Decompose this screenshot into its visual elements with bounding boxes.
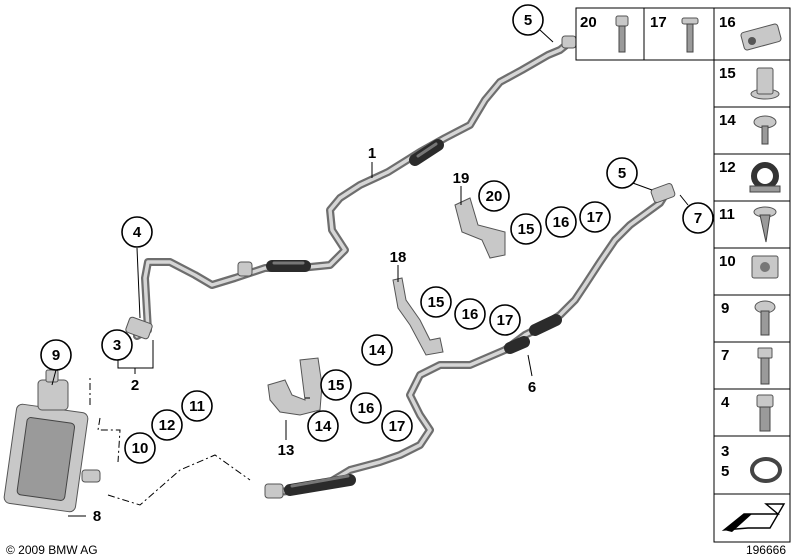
callout-14-bracket18[interactable]: 14 [361, 334, 393, 366]
callout-17-bracket13[interactable]: 17 [381, 410, 413, 442]
callout-4[interactable]: 4 [121, 216, 153, 248]
svg-text:15: 15 [328, 377, 345, 394]
clip-16-icon [740, 23, 782, 51]
callout-16-bracket18[interactable]: 16 [454, 298, 486, 330]
label-13[interactable]: 13 [278, 442, 295, 459]
svg-text:5: 5 [524, 12, 532, 29]
table-label-11[interactable]: 11 [719, 206, 735, 223]
label-6[interactable]: 6 [528, 379, 536, 396]
svg-text:16: 16 [462, 306, 479, 323]
table-label-3[interactable]: 3 [721, 443, 729, 460]
callout-16-bracket19[interactable]: 16 [545, 206, 577, 238]
table-label-16[interactable]: 16 [719, 14, 736, 31]
callout-5-right[interactable]: 5 [606, 157, 638, 189]
callout-16-bracket13[interactable]: 16 [350, 392, 382, 424]
bolt-7-icon [757, 347, 773, 385]
screw-11-icon [753, 206, 777, 243]
screw-14-icon [753, 115, 777, 145]
label-19[interactable]: 19 [453, 170, 470, 187]
bolt-4-icon [756, 394, 774, 432]
screw-20-icon [615, 15, 629, 53]
svg-text:12: 12 [159, 417, 176, 434]
callout-10[interactable]: 10 [124, 432, 156, 464]
bolt-9-icon [754, 300, 776, 336]
callout-11[interactable]: 11 [181, 390, 213, 422]
svg-text:4: 4 [133, 224, 142, 241]
svg-text:3: 3 [113, 337, 121, 354]
svg-text:9: 9 [52, 347, 60, 364]
svg-text:5: 5 [618, 165, 626, 182]
svg-text:7: 7 [694, 210, 702, 227]
callout-15-bracket13[interactable]: 15 [320, 369, 352, 401]
svg-text:17: 17 [389, 418, 406, 435]
callout-3[interactable]: 3 [101, 329, 133, 361]
screw-17-icon [681, 17, 699, 53]
svg-text:17: 17 [497, 312, 514, 329]
table-label-12[interactable]: 12 [719, 159, 736, 176]
arrow-icon[interactable] [721, 503, 786, 532]
svg-text:17: 17 [587, 209, 604, 226]
callout-15-bracket18[interactable]: 15 [420, 286, 452, 318]
callout-17-bracket19[interactable]: 17 [579, 201, 611, 233]
label-2[interactable]: 2 [131, 377, 139, 394]
label-8[interactable]: 8 [93, 508, 101, 525]
bracket-18 [392, 277, 444, 356]
callout-15-bracket19[interactable]: 15 [510, 213, 542, 245]
bracket-13 [267, 357, 323, 416]
svg-text:11: 11 [189, 398, 205, 415]
callout-12[interactable]: 12 [151, 409, 183, 441]
svg-text:15: 15 [518, 221, 535, 238]
label-18[interactable]: 18 [390, 249, 407, 266]
clamp-12-icon [749, 162, 781, 193]
callout-7[interactable]: 7 [682, 202, 714, 234]
nut-15-icon [750, 67, 780, 100]
dash-connectors [89, 375, 251, 506]
label-1[interactable]: 1 [368, 145, 376, 162]
table-label-4[interactable]: 4 [721, 394, 730, 411]
seal-ring-icon [750, 457, 782, 483]
parts-table [575, 7, 791, 543]
table-label-20[interactable]: 20 [580, 14, 597, 31]
line-1-tube [125, 35, 577, 340]
table-label-7[interactable]: 7 [721, 347, 729, 364]
svg-text:15: 15 [428, 294, 445, 311]
svg-text:14: 14 [315, 418, 332, 435]
line-6-tube [264, 183, 676, 499]
table-label-14[interactable]: 14 [719, 112, 736, 129]
svg-text:20: 20 [486, 188, 503, 205]
oil-cooler [3, 369, 101, 513]
callout-9[interactable]: 9 [40, 339, 72, 371]
callout-5-top[interactable]: 5 [512, 4, 544, 36]
table-label-5[interactable]: 5 [721, 463, 729, 480]
table-label-10[interactable]: 10 [719, 253, 736, 270]
callout-14-bracket13[interactable]: 14 [307, 410, 339, 442]
svg-text:16: 16 [358, 400, 375, 417]
svg-text:10: 10 [132, 440, 149, 457]
copyright-text: © 2009 BMW AG [6, 543, 98, 557]
table-label-15[interactable]: 15 [719, 65, 736, 82]
leader-lines [51, 29, 689, 517]
table-label-17[interactable]: 17 [650, 14, 667, 31]
svg-text:14: 14 [369, 342, 386, 359]
callout-20-bracket19[interactable]: 20 [478, 180, 510, 212]
table-label-9[interactable]: 9 [721, 300, 729, 317]
callout-17-bracket18[interactable]: 17 [489, 304, 521, 336]
svg-text:16: 16 [553, 214, 570, 231]
bracket-19 [454, 197, 506, 259]
nut-10-icon [751, 255, 779, 279]
image-number: 196666 [746, 543, 786, 557]
